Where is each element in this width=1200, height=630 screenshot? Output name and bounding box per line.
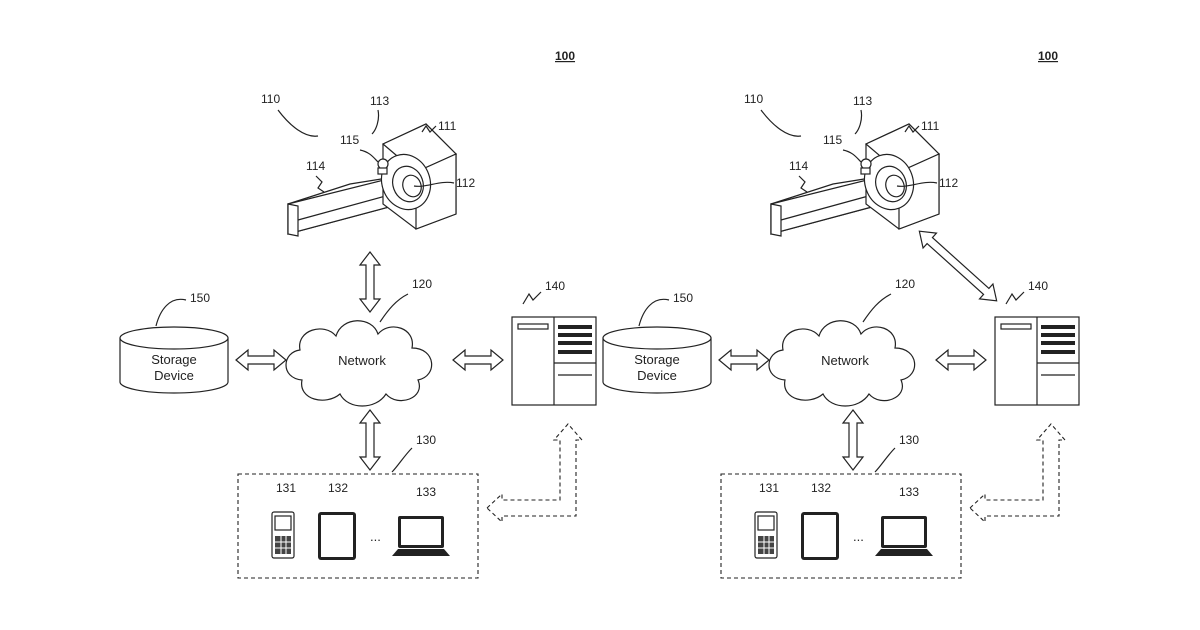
- ref-130: 130: [899, 433, 919, 447]
- ref-115: 115: [340, 133, 359, 147]
- laptop-icon: [875, 516, 933, 556]
- ref-120: 120: [895, 277, 915, 291]
- terminals-group: 130 131 132 133 ...: [238, 433, 478, 578]
- arrow-network-terminals: [360, 410, 380, 470]
- arrow-storage-network: [719, 350, 769, 370]
- arrow-scanner-processing: [913, 224, 1004, 308]
- arrow-network-processing: [936, 350, 986, 370]
- tablet-icon: [801, 512, 839, 560]
- arrow-network-processing: [453, 350, 503, 370]
- ref-112: 112: [456, 176, 475, 190]
- mobile-device-icon: [272, 512, 294, 558]
- ref-115: 115: [823, 133, 842, 147]
- network-cloud: Network 120: [286, 277, 432, 406]
- figure-number: 100: [555, 49, 575, 63]
- network-cloud: Network 120: [769, 277, 915, 406]
- terminals-group: 130 131 132 133 ...: [721, 433, 961, 578]
- laptop-icon: [392, 516, 450, 556]
- ref-132: 132: [811, 481, 831, 495]
- ref-132: 132: [328, 481, 348, 495]
- network-label: Network: [338, 353, 386, 368]
- ref-113: 113: [853, 94, 872, 108]
- ref-133: 133: [416, 485, 436, 499]
- arrow-terminals-processing: [487, 424, 582, 522]
- ref-130: 130: [416, 433, 436, 447]
- arrow-storage-network: [236, 350, 286, 370]
- arrow-terminals-processing: [970, 424, 1065, 522]
- ref-114: 114: [789, 159, 808, 173]
- ref-111: 111: [438, 119, 457, 133]
- ref-133: 133: [899, 485, 919, 499]
- ref-140: 140: [545, 279, 565, 293]
- storage-device: Storage Device 150: [120, 291, 228, 393]
- ref-120: 120: [412, 277, 432, 291]
- ref-131: 131: [759, 481, 779, 495]
- tablet-icon: [318, 512, 356, 560]
- ref-140: 140: [1028, 279, 1048, 293]
- ref-114: 114: [306, 159, 325, 173]
- processing-device: 140: [512, 279, 596, 405]
- ref-111: 111: [921, 119, 940, 133]
- terminals-ellipsis: ...: [370, 529, 381, 544]
- figure-number: 100: [1038, 49, 1058, 63]
- ref-131: 131: [276, 481, 296, 495]
- storage-label-line1: Storage: [151, 352, 197, 367]
- ref-112: 112: [939, 176, 958, 190]
- diagram-panel-right: 100 110 113 111 115 114 112 Storage Devi…: [603, 49, 1079, 578]
- ref-150: 150: [673, 291, 693, 305]
- ref-113: 113: [370, 94, 389, 108]
- ref-150: 150: [190, 291, 210, 305]
- arrow-network-terminals: [843, 410, 863, 470]
- imaging-device: 110 113 111 115 114 112: [744, 92, 958, 236]
- terminals-ellipsis: ...: [853, 529, 864, 544]
- storage-device: Storage Device 150: [603, 291, 711, 393]
- storage-label-line2: Device: [637, 368, 677, 383]
- ref-110: 110: [261, 92, 280, 106]
- storage-label-line2: Device: [154, 368, 194, 383]
- ref-110: 110: [744, 92, 763, 106]
- network-label: Network: [821, 353, 869, 368]
- imaging-device: 110 113 111 115 114 112: [261, 92, 475, 236]
- processing-device: 140: [995, 279, 1079, 405]
- diagram-panel-left: 100 110 113 111 115 114 112 Storage Devi…: [120, 49, 596, 578]
- mobile-device-icon: [755, 512, 777, 558]
- arrow-scanner-network: [360, 252, 380, 312]
- storage-label-line1: Storage: [634, 352, 680, 367]
